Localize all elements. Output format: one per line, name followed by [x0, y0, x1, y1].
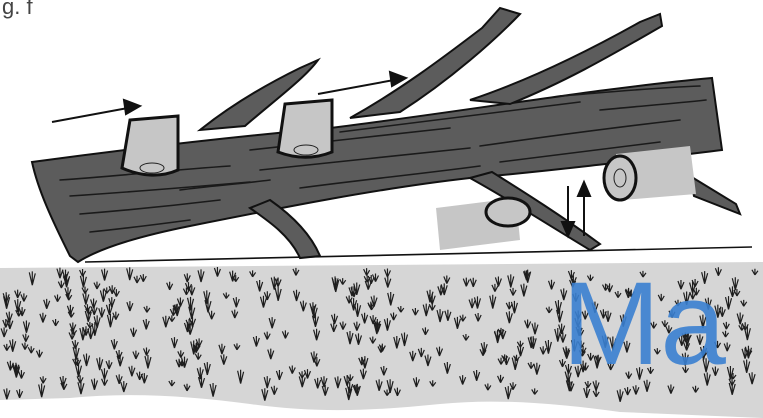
watermark-text: Ma [562, 258, 726, 390]
fallen-log-icon [32, 8, 740, 262]
